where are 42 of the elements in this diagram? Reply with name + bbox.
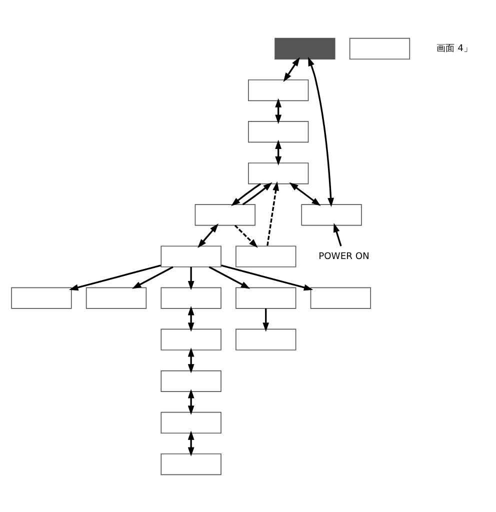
node-box <box>248 78 309 101</box>
arrow <box>188 306 194 332</box>
arrow <box>188 266 194 290</box>
arrow <box>242 182 272 205</box>
arrow <box>198 223 219 248</box>
arrow <box>221 264 314 290</box>
node-box <box>274 37 336 60</box>
node-box <box>11 286 72 308</box>
node-box <box>86 286 147 308</box>
node-text: POWER ON <box>318 251 370 262</box>
arrow <box>188 347 194 373</box>
node-box <box>349 37 410 60</box>
node-box <box>160 286 222 308</box>
arrow <box>275 139 282 165</box>
arrow <box>262 308 270 332</box>
node-box <box>248 120 309 142</box>
arrow <box>208 266 250 288</box>
arrow <box>333 222 342 246</box>
arrow <box>283 56 300 82</box>
node-box <box>160 411 222 434</box>
arrow <box>69 264 161 290</box>
node-box <box>236 286 296 308</box>
node-box <box>160 370 222 392</box>
node-box <box>310 286 372 308</box>
arrow <box>231 182 262 206</box>
arrow <box>188 388 194 414</box>
node-box <box>248 162 309 184</box>
node-box <box>236 245 296 267</box>
arrow <box>289 182 321 206</box>
node-box <box>236 328 296 350</box>
node-box <box>194 204 256 226</box>
arrow <box>275 98 282 124</box>
arrow <box>308 56 334 207</box>
arrow <box>132 266 174 288</box>
arrow <box>188 430 194 456</box>
node-box <box>160 245 222 267</box>
arrow <box>234 224 258 248</box>
node-box <box>160 328 222 350</box>
arrow <box>266 180 280 246</box>
label: 画面 4」 <box>436 44 472 54</box>
node-box <box>301 204 362 226</box>
node-box <box>160 452 222 475</box>
